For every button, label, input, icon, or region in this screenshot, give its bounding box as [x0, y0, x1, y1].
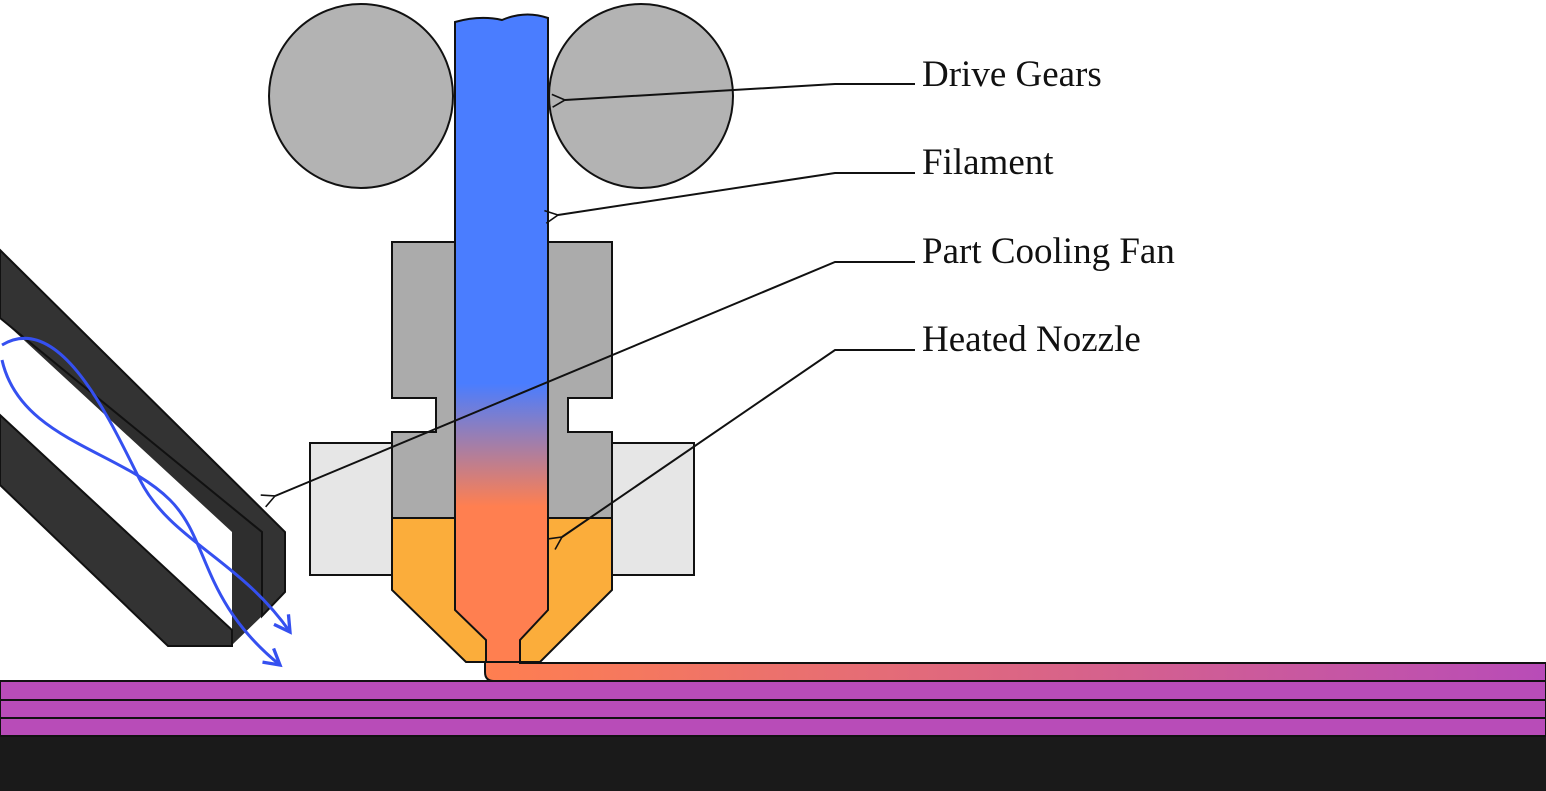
- fan-duct-top-wall: [0, 248, 286, 619]
- part-cooling-fan-duct: [0, 248, 286, 647]
- airflow-lines: [0, 336, 292, 668]
- leader-line-drive-gears: [565, 83, 915, 100]
- label-heated-nozzle: Heated Nozzle: [922, 319, 1141, 360]
- leader-lines: [275, 83, 915, 537]
- leader-line-filament: [558, 172, 915, 215]
- label-part-cooling-fan: Part Cooling Fan: [922, 231, 1175, 272]
- leader-line-heated-nozzle: [562, 349, 915, 537]
- printed-layers: [0, 680, 1546, 737]
- airflow-wave: [0, 359, 283, 668]
- printed-layer: [0, 680, 1546, 701]
- label-drive-gears: Drive Gears: [922, 54, 1102, 95]
- filament: [454, 13, 549, 663]
- printed-layer: [0, 699, 1546, 719]
- printed-layer: [0, 717, 1546, 737]
- extruded-bead: [484, 639, 1546, 682]
- label-filament: Filament: [922, 142, 1054, 183]
- print-bed: [0, 736, 1546, 791]
- leader-line-part-cooling-fan: [275, 261, 915, 496]
- airflow-wave: [1, 336, 292, 635]
- drive-gear-left: [268, 3, 454, 189]
- fan-duct-bottom-wall: [0, 413, 233, 647]
